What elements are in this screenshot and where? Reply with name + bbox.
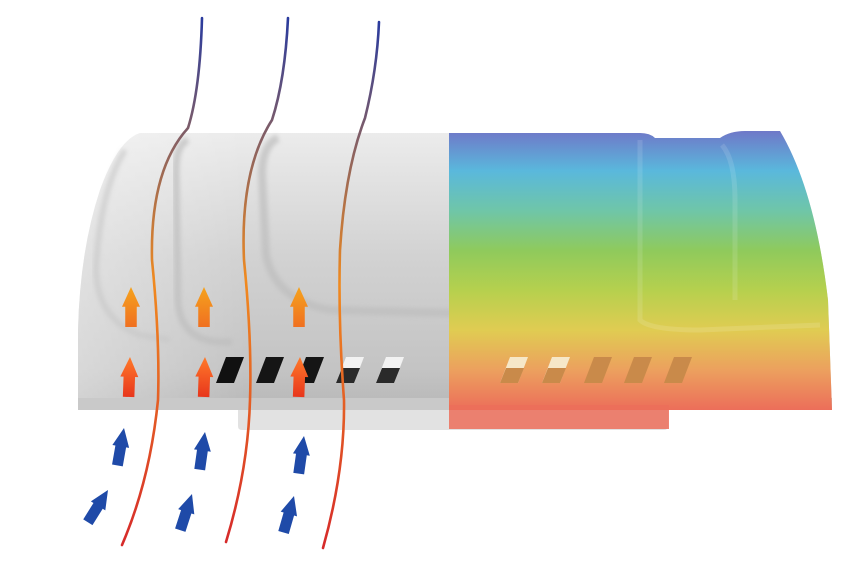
heat-rise-arrow-upper xyxy=(122,287,140,327)
panel-groove-front xyxy=(92,148,171,343)
panel-groove-left xyxy=(172,136,232,346)
vent-slot-shadow xyxy=(376,368,400,383)
heat-rise-arrow-lower xyxy=(195,357,214,398)
vent-slot-left xyxy=(256,357,284,383)
vent-slot-right xyxy=(624,357,652,383)
streamline xyxy=(224,16,290,544)
panel-groove-main xyxy=(257,134,641,322)
airflow-in-arrow xyxy=(278,496,298,535)
vent-slots xyxy=(216,357,692,383)
airflow-in-arrow xyxy=(175,494,195,532)
vent-slot-right xyxy=(664,357,692,383)
airflow-in-arrow xyxy=(193,432,211,471)
heat-rise-arrow-upper xyxy=(290,287,308,327)
airflow-in-arrow xyxy=(292,436,310,475)
vent-slot-shadow xyxy=(542,368,566,383)
streamline xyxy=(321,20,381,550)
heat-rise-arrow-upper xyxy=(195,287,213,327)
vent-slot-left xyxy=(216,357,244,383)
vent-slot-right xyxy=(584,357,612,383)
streamline xyxy=(120,16,204,547)
thermal-heatmap xyxy=(449,131,832,429)
heat-rise-arrow-lower xyxy=(120,357,139,398)
airflow-in-arrow xyxy=(112,428,130,467)
vent-slot-shadow xyxy=(500,368,524,383)
airflow-in-arrow xyxy=(83,490,108,526)
airflow-arrows xyxy=(83,287,310,535)
heat-rise-arrow-lower xyxy=(290,357,309,398)
airflow-streamlines xyxy=(120,16,381,550)
